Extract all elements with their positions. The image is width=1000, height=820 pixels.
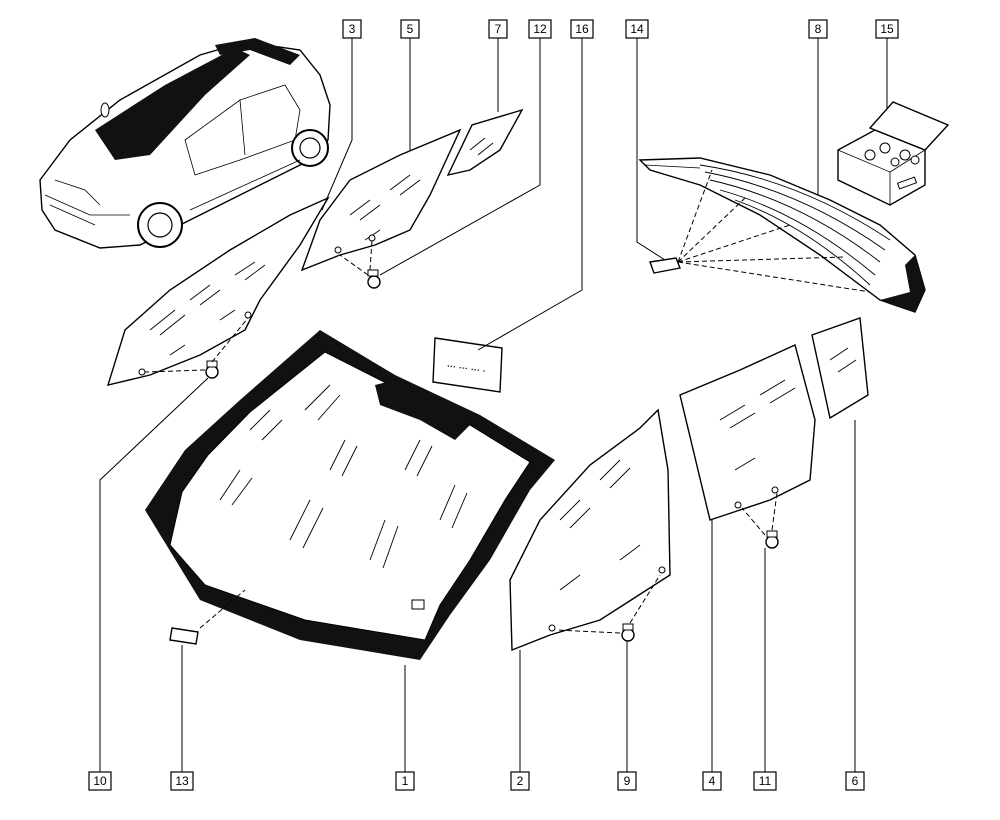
callout-6: 6 bbox=[845, 771, 865, 791]
callout-label: 10 bbox=[93, 774, 107, 788]
fastener-screw-12 bbox=[339, 239, 381, 289]
callout-10: 10 bbox=[88, 771, 112, 791]
callout-label: 1 bbox=[402, 774, 409, 788]
part-5-door-glass bbox=[300, 128, 462, 272]
callout-label: 7 bbox=[495, 22, 502, 36]
svg-text:▪▪▪ ▪▪▪ ▪▪▪ ▪: ▪▪▪ ▪▪▪ ▪▪▪ ▪ bbox=[446, 363, 485, 374]
callout-1: 1 bbox=[395, 771, 415, 791]
callout-12: 12 bbox=[528, 19, 552, 39]
callout-label: 12 bbox=[533, 22, 547, 36]
part-13-adhesive-block bbox=[169, 627, 199, 645]
part-3-front-quarter-glass bbox=[106, 196, 330, 386]
part-4-rear-door-glass bbox=[679, 344, 816, 521]
callout-11: 11 bbox=[753, 771, 777, 791]
callout-13: 13 bbox=[170, 771, 194, 791]
callout-label: 6 bbox=[852, 774, 859, 788]
callout-label: 9 bbox=[624, 774, 631, 788]
fastener-screw-9 bbox=[556, 574, 661, 642]
part-6-rear-quarter-glass bbox=[811, 317, 869, 420]
fastener-screw-11 bbox=[741, 492, 779, 549]
callout-2: 2 bbox=[510, 771, 530, 791]
callout-label: 3 bbox=[349, 22, 356, 36]
fastener-screw-10 bbox=[144, 317, 249, 379]
callout-3: 3 bbox=[342, 19, 362, 39]
callout-label: 15 bbox=[880, 22, 894, 36]
callout-7: 7 bbox=[488, 19, 508, 39]
callout-label: 8 bbox=[815, 22, 822, 36]
callout-label: 16 bbox=[575, 22, 589, 36]
part-1-windscreen bbox=[145, 330, 555, 660]
callout-label: 4 bbox=[709, 774, 716, 788]
part-2-front-door-glass bbox=[509, 408, 671, 652]
callout-4: 4 bbox=[702, 771, 722, 791]
part-8-rear-screen bbox=[638, 157, 926, 313]
callout-label: 2 bbox=[517, 774, 524, 788]
part-14-adhesive-block bbox=[649, 169, 871, 293]
part-15-fixing-kit-box bbox=[837, 101, 950, 206]
callout-label: 13 bbox=[175, 774, 189, 788]
part-7-fixed-quarter-glass bbox=[446, 108, 524, 177]
vehicle-overview-illustration bbox=[39, 38, 331, 249]
callout-5: 5 bbox=[400, 19, 420, 39]
callout-label: 14 bbox=[630, 22, 644, 36]
part-16-identification-label: ▪▪▪ ▪▪▪ ▪▪▪ ▪ bbox=[432, 337, 503, 393]
callout-15: 15 bbox=[875, 19, 899, 39]
callout-9: 9 bbox=[617, 771, 637, 791]
callout-14: 14 bbox=[625, 19, 649, 39]
callout-8: 8 bbox=[808, 19, 828, 39]
callout-label: 11 bbox=[759, 774, 772, 788]
callout-label: 5 bbox=[407, 22, 414, 36]
leader-lines bbox=[99, 38, 888, 772]
callout-16: 16 bbox=[570, 19, 594, 39]
